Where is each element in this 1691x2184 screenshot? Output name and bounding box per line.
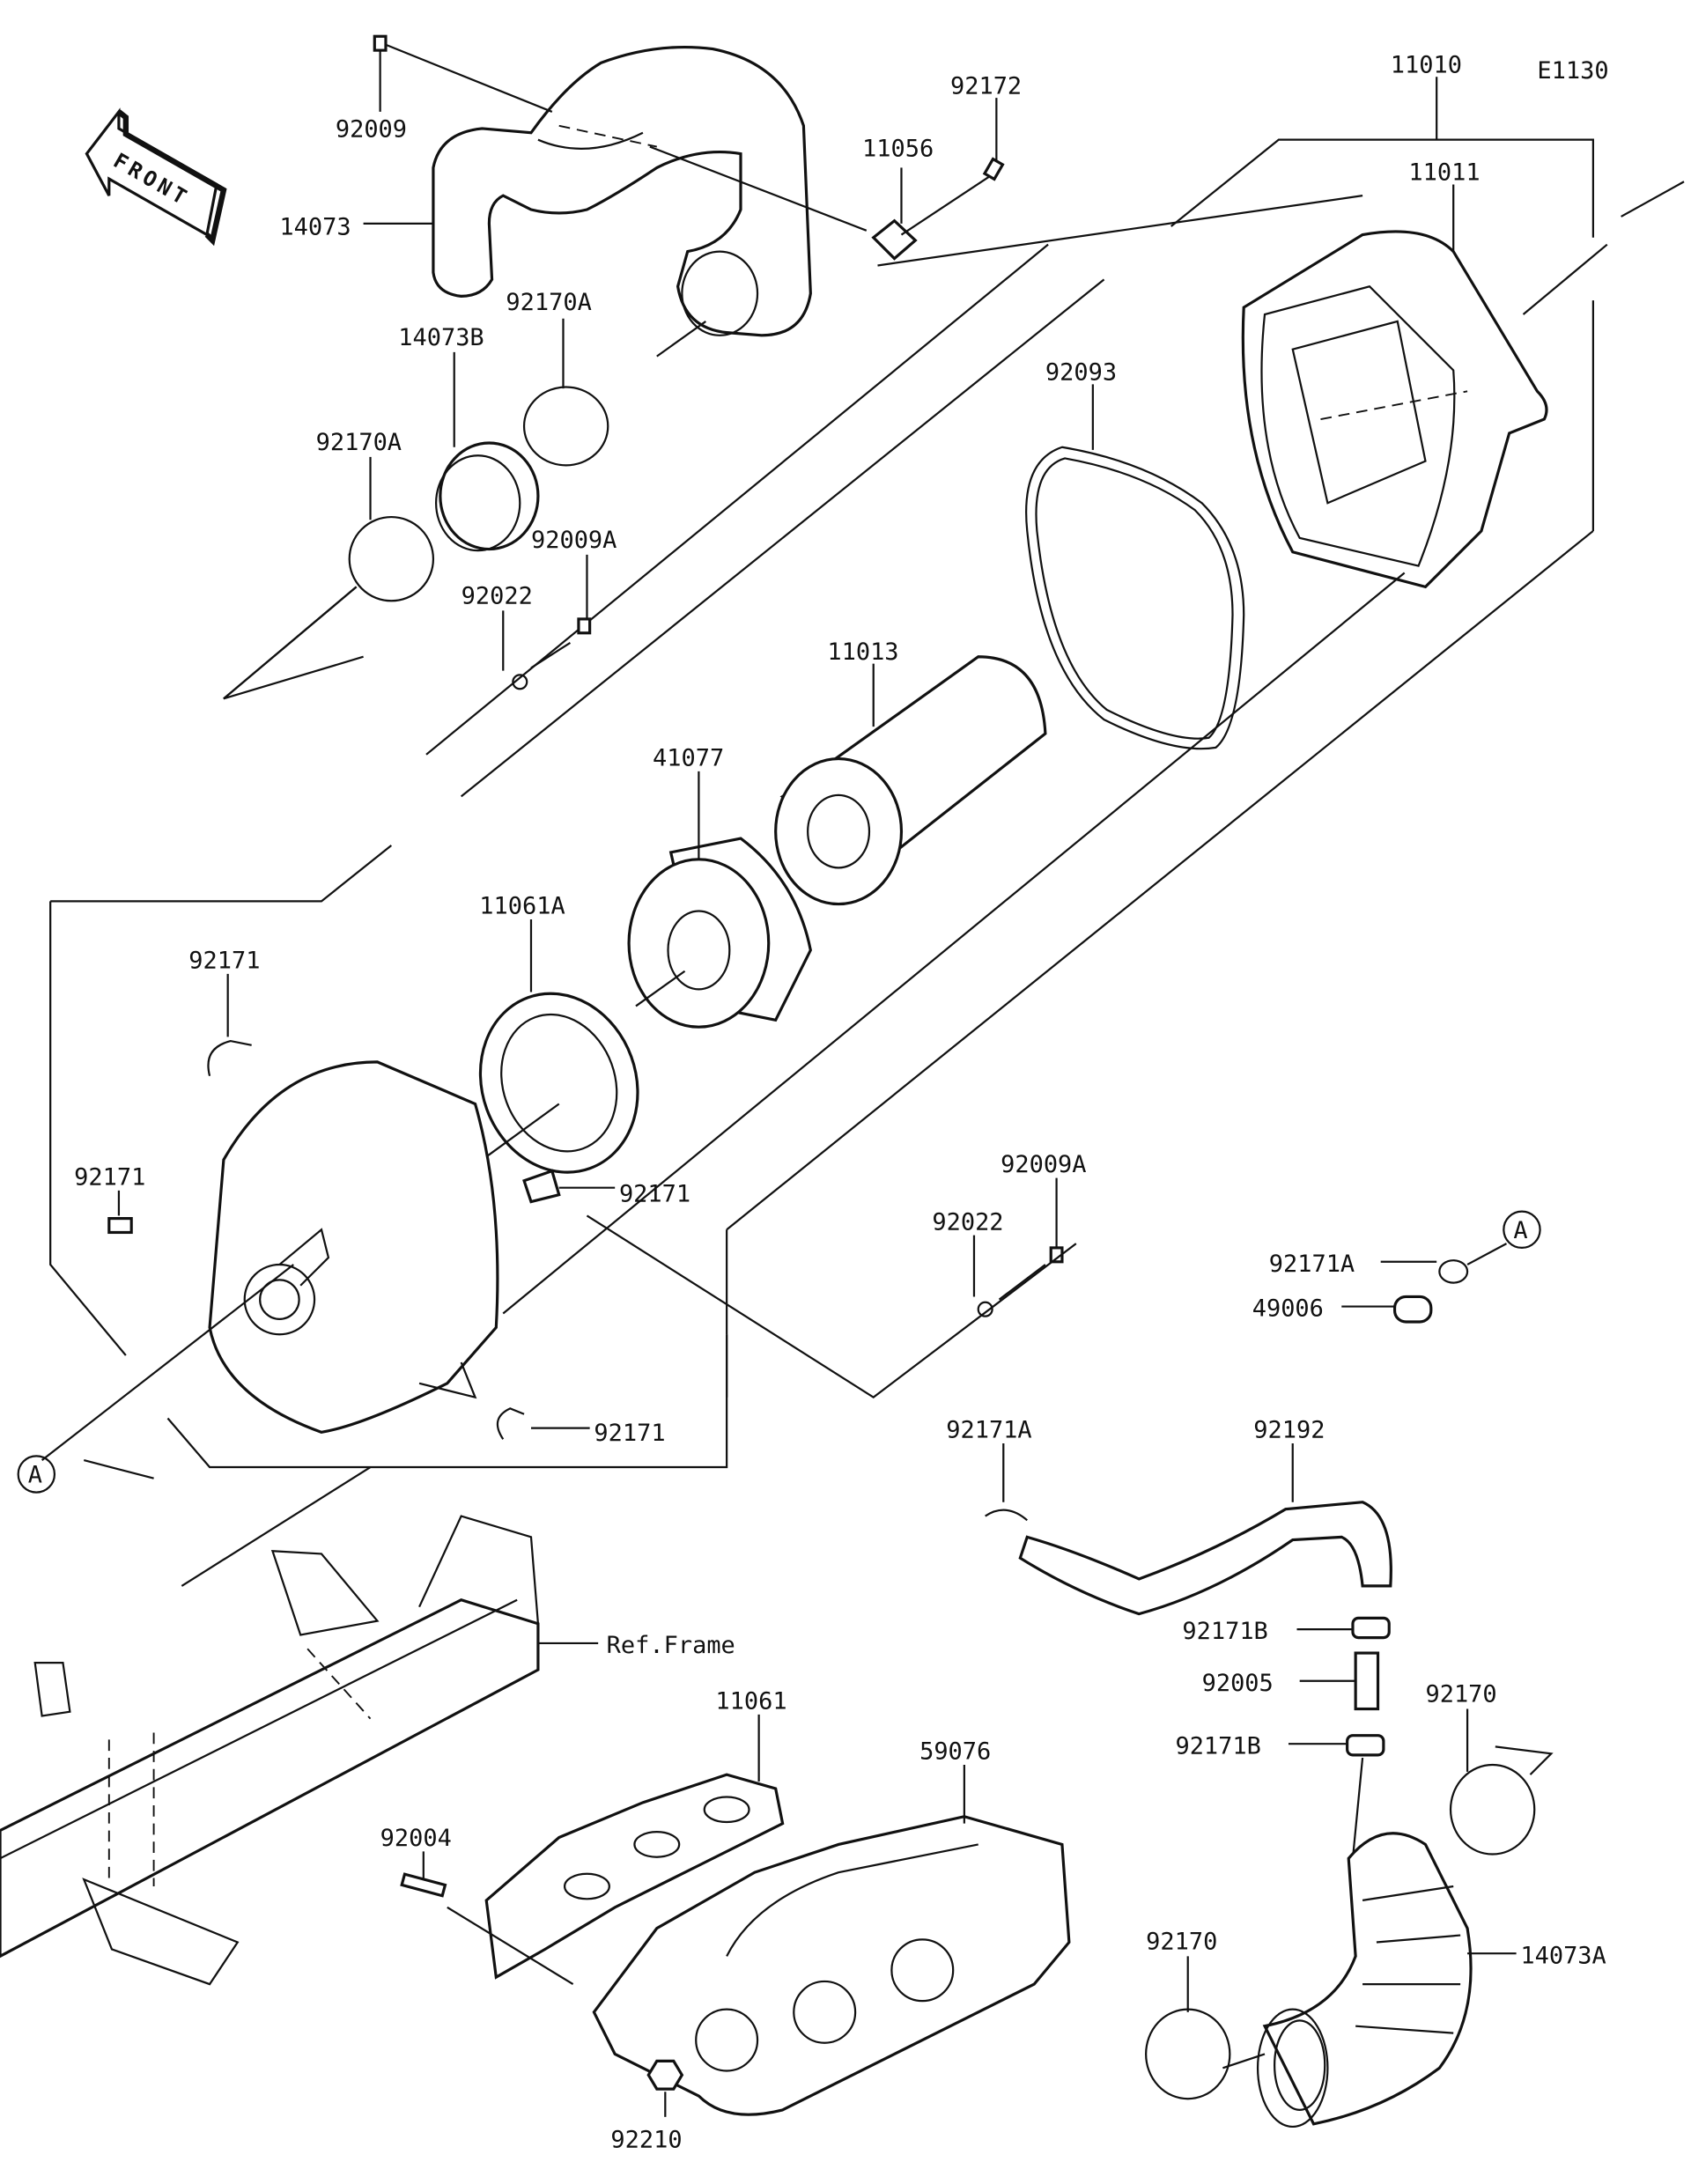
label-11061: 11061 [715,1688,786,1715]
label-11011: 11011 [1408,159,1480,187]
label-41077: 41077 [653,745,724,772]
frame [0,1515,540,1986]
connector-14073B [434,441,540,552]
nut-92210 [646,2059,684,2091]
fitting-92005 [1354,1651,1380,1711]
clip-92171-b [107,1217,133,1235]
label-92171B-upper: 92171B [1182,1618,1267,1645]
label-92170A-upper: 92170A [506,289,591,316]
label-11061A: 11061A [479,893,565,920]
clamp-92170-upper [1449,1763,1536,1856]
air-cleaner-cover [208,1060,499,1434]
intake-duct-14073A [1256,1832,1473,2129]
callout-a-left-text: A [28,1461,42,1488]
label-11010: 11010 [1391,52,1462,79]
air-cleaner-case-11011 [1241,230,1548,589]
callout-a-right-text: A [1513,1217,1527,1244]
label-92004: 92004 [380,1825,452,1852]
label-92171B-lower: 92171B [1175,1732,1260,1760]
gasket-11061 [484,1773,785,1980]
clip-92171-d [496,1407,525,1440]
label-11056: 11056 [862,136,934,163]
washer-92022-lower [977,1301,993,1317]
bracket-11056 [871,218,918,261]
callout-a-left [17,1455,56,1494]
label-92093: 92093 [1045,359,1117,387]
front-arrow-icon: FRONT [85,107,227,247]
label-92172: 92172 [950,72,1022,100]
air-filter-11013 [774,655,1047,906]
label-92009: 92009 [336,115,407,143]
label-92022-lower: 92022 [932,1208,1003,1236]
clamp-92170-lower [1145,2008,1231,2100]
screw-92009 [373,34,553,113]
label-92171-c: 92171 [619,1181,690,1208]
cap-49006 [1392,1295,1433,1324]
intake-duct-14073 [432,45,812,337]
part-labels: 92009 14073 92170A 14073B 92170A 92009A … [74,52,1606,2154]
label-11013: 11013 [827,638,898,666]
label-92009A-upper: 92009A [531,527,617,554]
label-ref-frame: Ref.Frame [607,1632,735,1659]
label-92171A-hose: 92171A [946,1417,1031,1444]
clamp-92170A-lower [348,515,435,602]
hose-92192 [1018,1501,1392,1616]
clamp-92170A-upper [522,386,609,467]
callout-a-right [1503,1210,1541,1250]
label-92192: 92192 [1253,1417,1325,1444]
bolt-92172 [982,157,1005,181]
clip-92171-a [207,1039,252,1077]
gasket-92093 [1025,446,1245,750]
diagram-code: E1130 [1537,57,1608,85]
label-59076: 59076 [919,1738,991,1766]
screw-92009A-upper [577,617,592,635]
label-49006: 49006 [1252,1295,1324,1323]
clamp-92171B-upper [1351,1616,1391,1640]
label-14073B: 14073B [398,324,484,351]
label-14073: 14073 [279,214,351,241]
clamp-92171B-lower [1346,1734,1385,1757]
seal-11061A [478,992,639,1174]
label-92009A-lower: 92009A [1001,1151,1086,1178]
label-92170-upper: 92170 [1425,1681,1496,1708]
label-92210: 92210 [610,2127,682,2154]
clamp-92171A-hose [985,1509,1028,1522]
label-92005: 92005 [1202,1670,1274,1697]
label-92171A-right: 92171A [1269,1251,1355,1278]
label-92171-a: 92171 [188,948,260,975]
label-92170A-lower: 92170A [316,429,402,456]
label-92171-b: 92171 [74,1164,145,1192]
label-92171-d: 92171 [594,1420,665,1447]
washer-92022-upper [512,674,528,690]
label-92022-upper: 92022 [462,582,533,609]
label-92170-lower: 92170 [1146,1928,1217,1955]
clip-92171-c [522,1169,561,1204]
clamp-92171A-right [1438,1259,1469,1284]
label-14073A: 14073A [1520,1942,1606,1969]
stud-92004 [400,1872,447,1898]
